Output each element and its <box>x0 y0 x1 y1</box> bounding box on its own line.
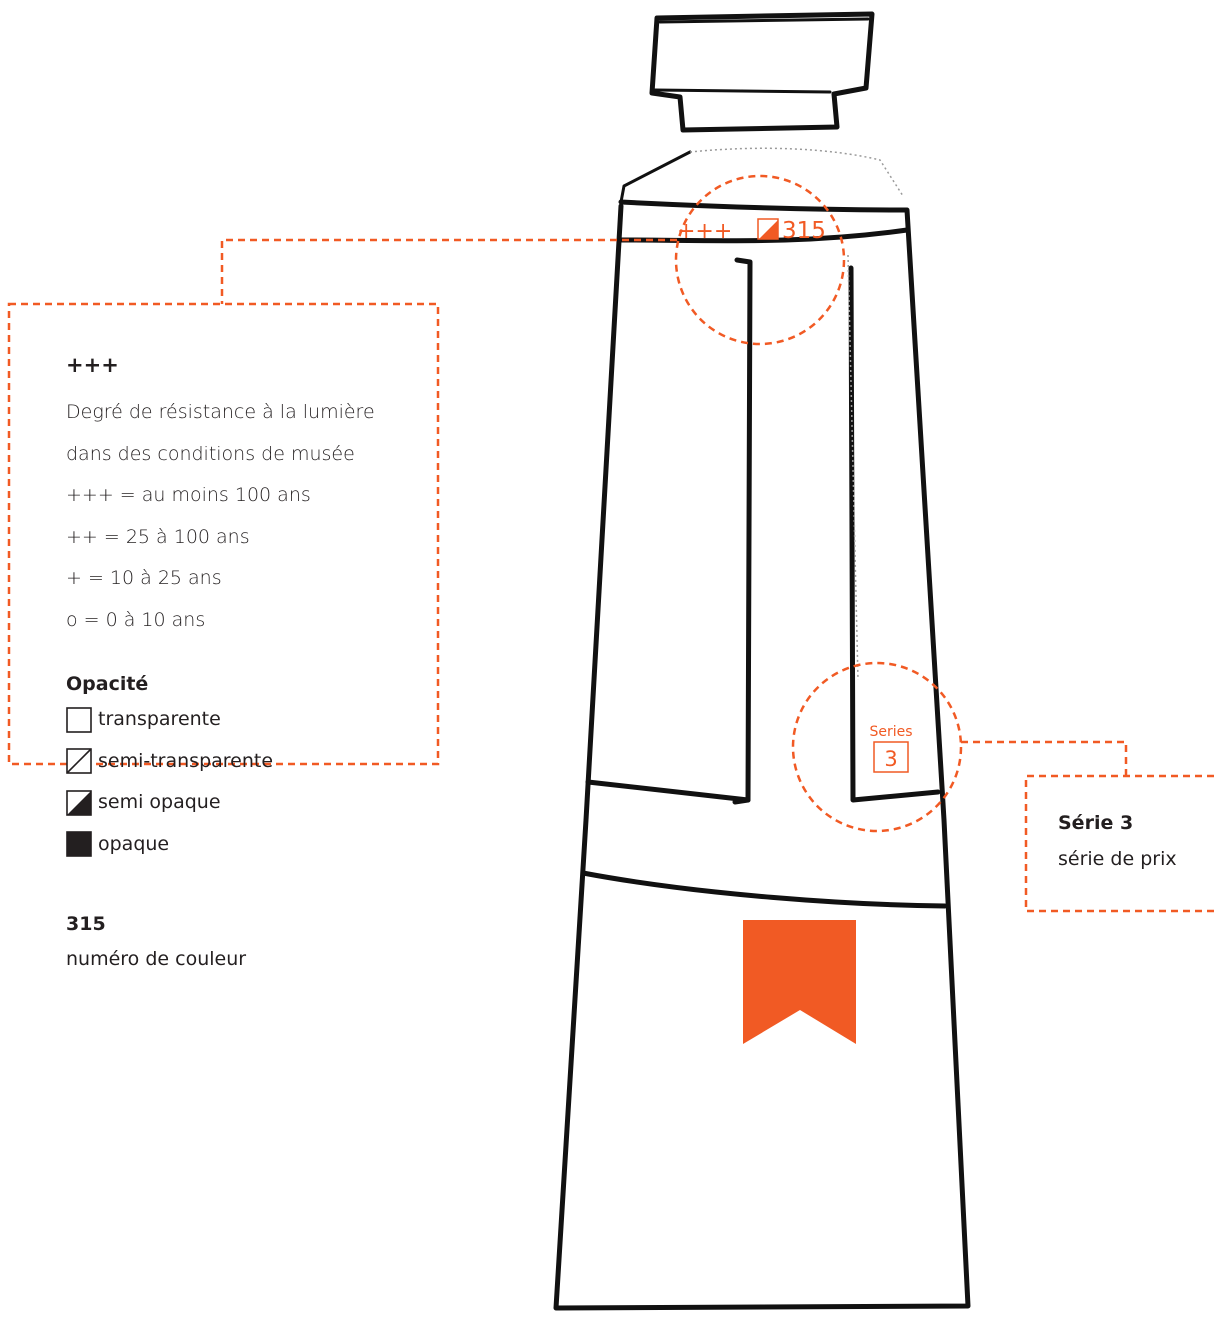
color-swatch-ribbon <box>743 920 856 1044</box>
tube-series-number: 3 <box>884 747 897 771</box>
tube-lightfastness-mark: +++ <box>677 219 732 244</box>
lightfastness-line: +++ = au moins 100 ans <box>66 475 426 517</box>
semi-opaque-square-icon <box>66 790 92 816</box>
transparent-square-icon <box>66 707 92 733</box>
opacity-item-semi-transparent: semi-transparente <box>66 741 426 783</box>
series-description: série de prix <box>1058 838 1208 880</box>
opacity-item-label: opaque <box>98 824 169 866</box>
lightfastness-line: dans des conditions de musée <box>66 434 426 476</box>
opacity-item-label: semi-transparente <box>98 741 273 783</box>
color-number-description: numéro de couleur <box>66 939 426 981</box>
tube-cap <box>652 14 872 130</box>
lightfastness-line: Degré de résistance à la lumière <box>66 392 426 434</box>
opacity-item-label: semi opaque <box>98 782 221 824</box>
color-number-title: 315 <box>66 909 426 939</box>
lightfastness-line: ++ = 25 à 100 ans <box>66 517 426 559</box>
opacity-item-label: transparente <box>98 699 221 741</box>
opacity-title: Opacité <box>66 669 426 699</box>
opaque-square-icon <box>66 831 92 857</box>
series-title: Série 3 <box>1058 808 1208 838</box>
opacity-item-transparent: transparente <box>66 699 426 741</box>
legend-panel: +++ Degré de résistance à la lumière dan… <box>66 350 426 981</box>
opacity-item-semi-opaque: semi opaque <box>66 782 426 824</box>
opacity-item-opaque: opaque <box>66 824 426 866</box>
tube-color-number: 315 <box>782 218 826 244</box>
semi-transparent-square-icon <box>66 748 92 774</box>
semi-opaque-label-icon <box>758 219 778 239</box>
lightfastness-line: o = 0 à 10 ans <box>66 600 426 642</box>
lightfastness-title: +++ <box>66 350 426 380</box>
lightfastness-line: + = 10 à 25 ans <box>66 558 426 600</box>
series-panel: Série 3 série de prix <box>1058 808 1208 880</box>
tube-series-word: Series <box>869 724 912 740</box>
